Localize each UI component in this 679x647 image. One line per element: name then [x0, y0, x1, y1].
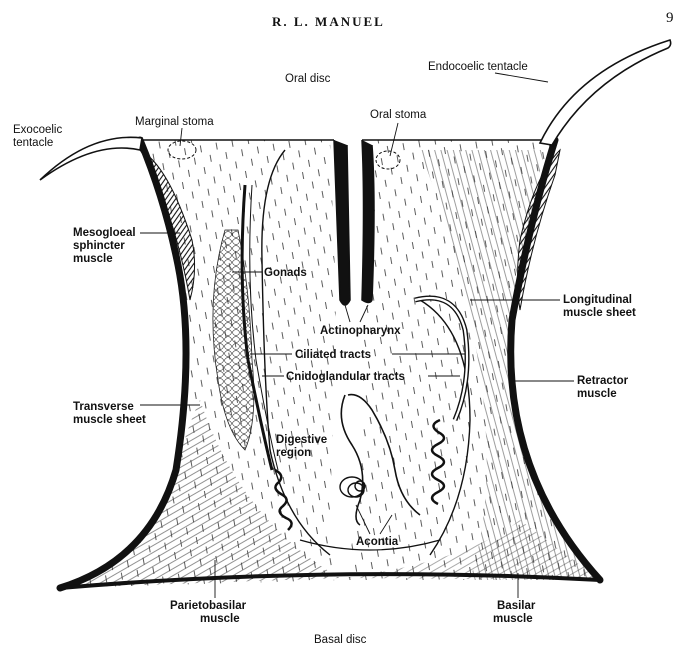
actinopharynx-left	[334, 140, 350, 305]
label-parietobasilar-1: Parietobasilar	[170, 600, 247, 612]
label-oral-disc: Oral disc	[285, 73, 331, 85]
page-number: 9	[666, 10, 674, 26]
label-endocoelic-tentacle: Endocoelic tentacle	[428, 61, 528, 73]
label-cnidoglandular-tracts: Cnidoglandular tracts	[286, 371, 405, 383]
label-longitudinal-2: muscle sheet	[563, 307, 636, 319]
label-ciliated-tracts: Ciliated tracts	[295, 349, 371, 361]
label-oral-stoma: Oral stoma	[370, 109, 427, 121]
label-parietobasilar-2: muscle	[200, 613, 240, 625]
leader-actino-left	[345, 305, 350, 322]
label-exocoelic-1: Exocoelic	[13, 124, 62, 136]
running-header: R. L. MANUEL	[272, 14, 385, 29]
label-basal-disc: Basal disc	[314, 634, 367, 646]
label-exocoelic-2: tentacle	[13, 137, 53, 149]
label-transverse-1: Transverse	[73, 401, 134, 413]
endocoelic-tentacle	[540, 40, 671, 145]
label-marginal-stoma: Marginal stoma	[135, 116, 214, 128]
label-digestive-2: region	[276, 447, 311, 459]
label-retractor-2: muscle	[577, 388, 617, 400]
label-longitudinal-1: Longitudinal	[563, 294, 632, 306]
label-mesogloeal-3: muscle	[73, 253, 113, 265]
actinopharynx-right	[362, 140, 374, 303]
anemone-body	[60, 140, 600, 588]
label-basilar-2: muscle	[493, 613, 533, 625]
label-mesogloeal-1: Mesogloeal	[73, 227, 136, 239]
label-acontia: Acontia	[356, 536, 399, 548]
label-transverse-2: muscle sheet	[73, 414, 146, 426]
leader-endocoelic	[495, 73, 548, 82]
label-retractor-1: Retractor	[577, 375, 629, 387]
label-actinopharynx: Actinopharynx	[320, 325, 401, 337]
label-digestive-1: Digestive	[276, 434, 327, 446]
label-mesogloeal-2: sphincter	[73, 240, 125, 252]
exocoelic-tentacle	[40, 137, 142, 180]
label-gonads: Gonads	[264, 267, 307, 279]
label-basilar-1: Basilar	[497, 600, 536, 612]
